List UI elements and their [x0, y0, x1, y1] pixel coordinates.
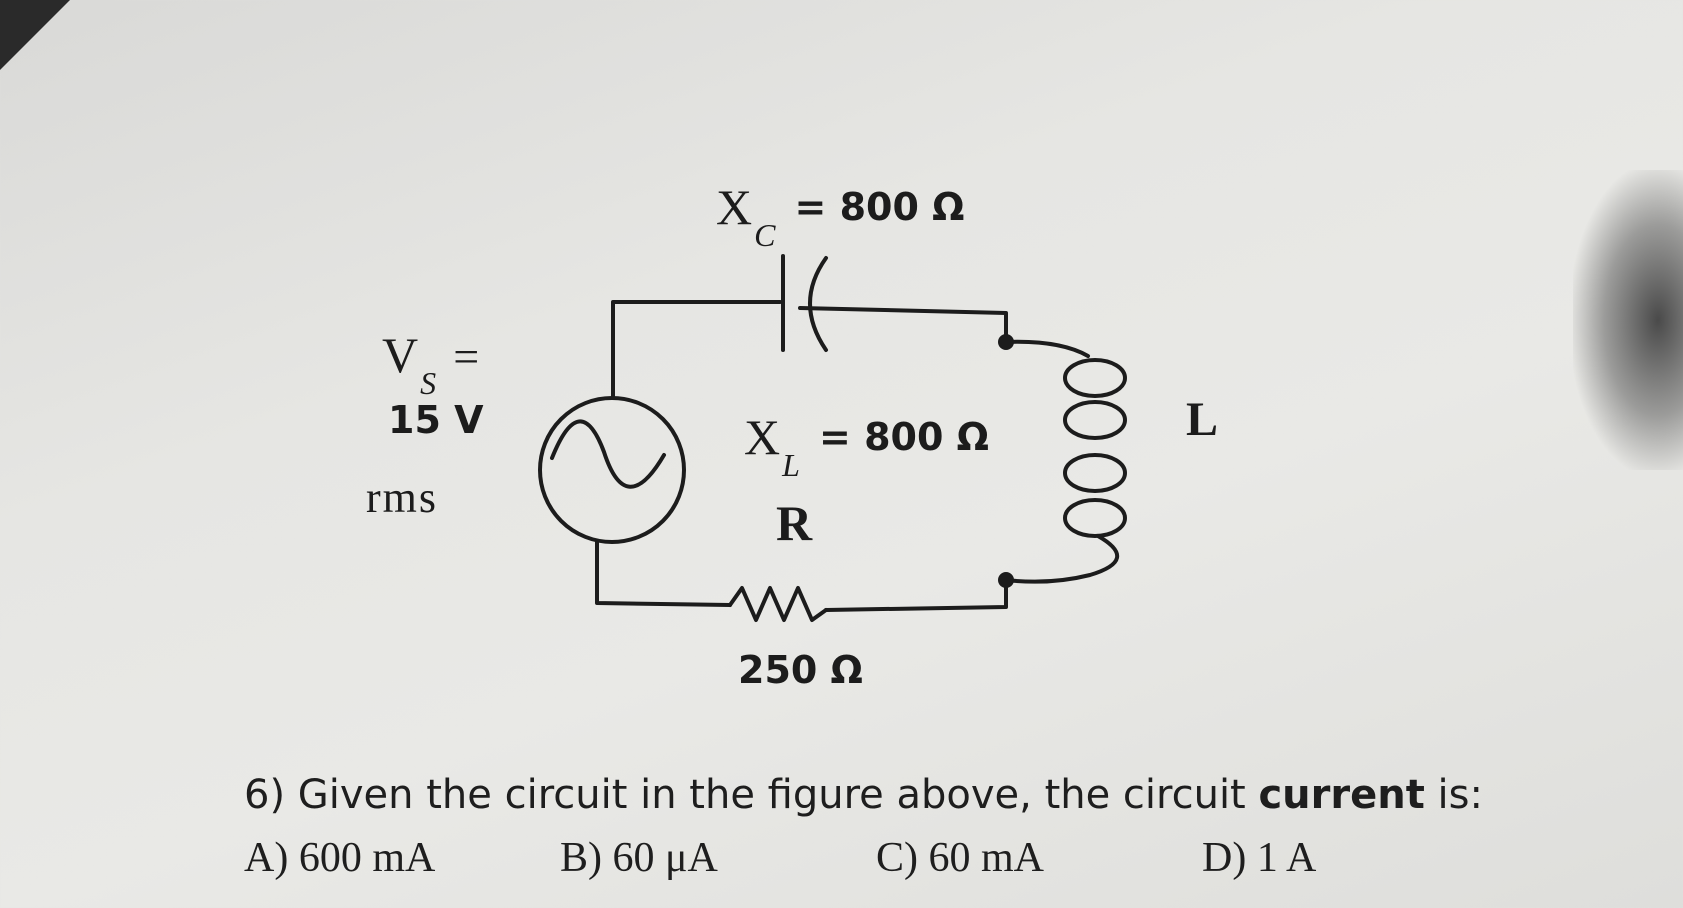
xc-subscript: C: [754, 217, 776, 253]
inductor-loop-2: [1063, 400, 1127, 440]
ac-source-sine: [550, 419, 666, 489]
page-corner-shadow: [0, 0, 70, 70]
resistor-label: R: [776, 495, 813, 551]
vs-equals: =: [453, 331, 480, 382]
xl-value: = 800 Ω: [819, 415, 989, 459]
option-b[interactable]: B) 60 μA: [560, 835, 718, 881]
inductor-label: L: [1186, 393, 1219, 446]
junction-dot-top: [998, 334, 1014, 350]
source-voltage-unit: rms: [366, 473, 438, 522]
capacitor-plate-curved: [808, 256, 828, 352]
source-voltage-symbol: VS =: [382, 326, 480, 401]
bottom-wire-left: [595, 540, 732, 607]
option-c[interactable]: C) 60 mA: [876, 835, 1044, 881]
question-text: 6) Given the circuit in the figure above…: [244, 772, 1483, 818]
xc-value: = 800 Ω: [794, 185, 965, 229]
top-wire-right: [798, 306, 1008, 344]
finger-shadow: [1573, 170, 1683, 470]
resistor-zigzag: [728, 586, 828, 622]
resistor-value: 250 Ω: [738, 648, 863, 692]
vs-subscript: S: [420, 365, 437, 401]
xl-symbol: X: [744, 409, 781, 465]
question-bold-word: current: [1258, 772, 1425, 818]
xc-symbol: X: [716, 179, 753, 235]
capacitive-reactance-label: XC = 800 Ω: [716, 178, 965, 253]
inductor-lead-top: [1004, 339, 1090, 358]
top-wire-left: [611, 300, 782, 399]
xl-subscript: L: [782, 447, 800, 483]
ac-source-circle: [538, 396, 686, 544]
junction-dot-bottom: [998, 572, 1014, 588]
source-voltage-value: 15 V: [388, 398, 484, 442]
question-prefix: 6) Given the circuit in the figure above…: [244, 772, 1259, 818]
inductor-loop-4: [1063, 498, 1127, 538]
option-a[interactable]: A) 600 mA: [244, 835, 436, 881]
vs-symbol: V: [382, 327, 419, 383]
inductor-loop-1: [1063, 358, 1127, 398]
inductor-lead-bottom: [1004, 534, 1120, 584]
question-suffix: is:: [1424, 772, 1483, 818]
inductive-reactance-label: XL = 800 Ω: [744, 408, 989, 483]
inductor-loop-3: [1063, 453, 1127, 493]
bottom-wire-right: [824, 578, 1008, 612]
option-d[interactable]: D) 1 A: [1202, 835, 1317, 881]
